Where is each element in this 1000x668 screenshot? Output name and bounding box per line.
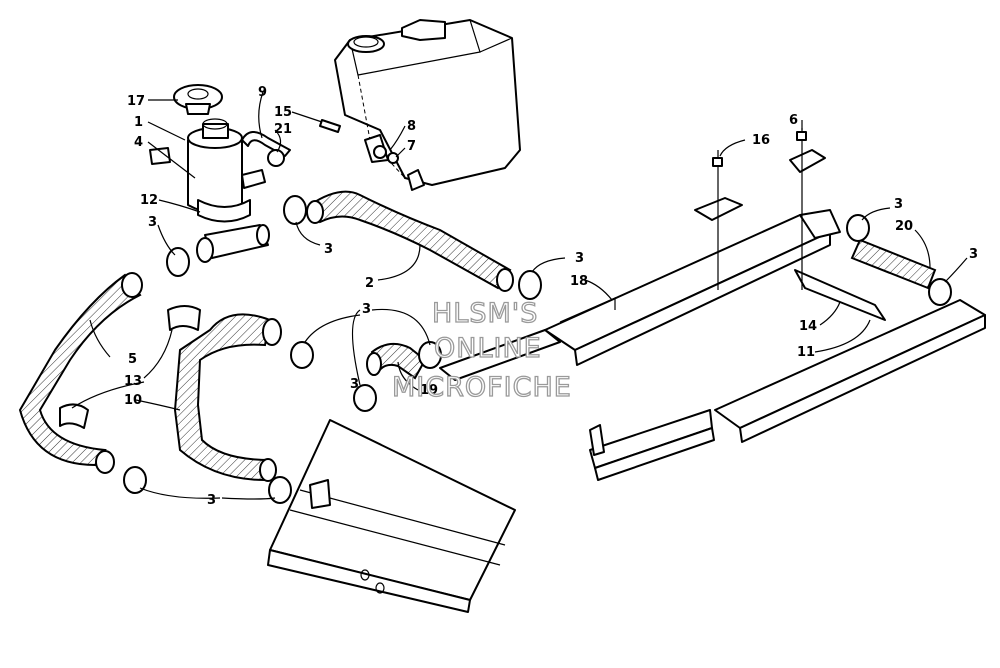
- watermark: HLSM'S ONLINE MICROFICHE: [391, 297, 572, 403]
- callout-3-g: 3: [894, 197, 903, 212]
- callout-19: 19: [420, 383, 438, 398]
- callout-15: 15: [274, 105, 292, 120]
- callout-21: 21: [274, 122, 292, 137]
- hose-clip-lower: [59, 403, 89, 429]
- lower-left-hose: [18, 273, 142, 467]
- bolt: [319, 119, 341, 133]
- callout-3-h: 3: [969, 247, 978, 262]
- corrugated-hose: [173, 313, 272, 482]
- heat-exchanger-11: [589, 299, 986, 481]
- small-clamp: [267, 149, 285, 167]
- coolant-tank: [334, 19, 521, 191]
- foam-pad-6: [789, 149, 826, 173]
- callout-1: 1: [134, 115, 143, 130]
- mounting-bracket: [794, 269, 886, 321]
- grommet: [373, 145, 387, 159]
- callout-20: 20: [895, 219, 913, 234]
- watermark-line-1: HLSM'S: [432, 298, 538, 329]
- crossover-hose: [850, 238, 937, 290]
- callout-10: 10: [124, 393, 142, 408]
- callout-14: 14: [799, 319, 817, 334]
- expansion-bottle: [187, 118, 270, 263]
- callout-17: 17: [127, 94, 145, 109]
- callout-5: 5: [128, 352, 137, 367]
- pressure-cap: [173, 84, 223, 115]
- callout-labels: 17 1 4 9 15 21 8 7 12 3 3 2 3 18 3 5 13 …: [124, 85, 978, 508]
- short-hose: [370, 342, 427, 380]
- callout-3-f: 3: [207, 493, 216, 508]
- callout-18: 18: [570, 274, 588, 289]
- watermark-line-3: MICROFICHE: [392, 372, 572, 403]
- callout-9: 9: [258, 85, 267, 100]
- callout-11: 11: [797, 345, 815, 360]
- hose-clamps: [123, 195, 952, 504]
- upper-hose: [308, 190, 512, 290]
- heat-exchanger-18: [439, 214, 831, 381]
- callout-3-d: 3: [362, 302, 371, 317]
- callout-7: 7: [407, 139, 416, 154]
- callout-13: 13: [124, 374, 142, 389]
- callout-3-a: 3: [148, 215, 157, 230]
- callout-12: 12: [140, 193, 158, 208]
- callout-8: 8: [407, 119, 416, 134]
- callout-3-b: 3: [324, 242, 333, 257]
- callout-3-e: 3: [350, 377, 359, 392]
- callout-6: 6: [789, 113, 798, 128]
- front-heat-exchanger: [267, 419, 516, 613]
- callout-3-c: 3: [575, 251, 584, 266]
- callout-16: 16: [752, 133, 770, 148]
- decal: [149, 147, 171, 165]
- watermark-line-2: ONLINE: [434, 333, 542, 364]
- hose-clip: [167, 305, 201, 331]
- washer: [387, 152, 399, 164]
- callout-2: 2: [365, 276, 374, 291]
- callout-4: 4: [134, 135, 143, 150]
- leader-lines: [71, 91, 968, 500]
